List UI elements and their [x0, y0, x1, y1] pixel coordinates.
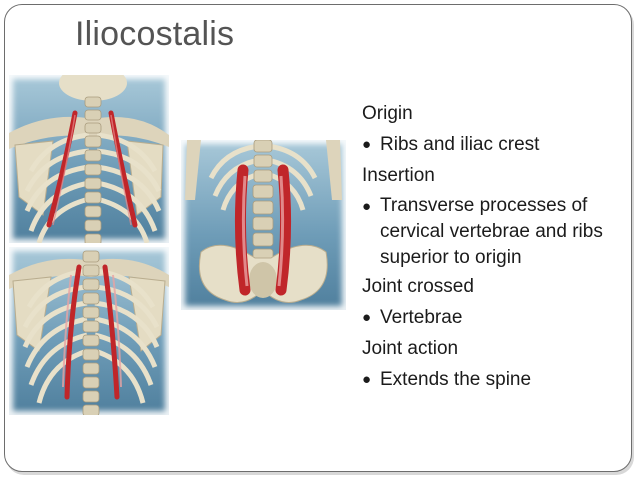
bullet-icon: ● — [362, 198, 372, 215]
bullet-icon: ● — [362, 136, 372, 153]
origin-bullet: ● Ribs and iliac crest — [362, 129, 637, 160]
lumbar-skeleton — [185, 140, 342, 303]
joint-crossed-heading: Joint crossed — [362, 276, 474, 297]
insertion-text: Transverse processes of cervical vertebr… — [380, 195, 603, 268]
joint-crossed-bullet: ● Vertebrae — [362, 302, 637, 333]
upper-back-skeleton — [9, 75, 169, 243]
origin-heading: Origin — [362, 103, 413, 124]
bullet-icon: ● — [362, 371, 372, 388]
joint-crossed-text: Vertebrae — [380, 307, 463, 328]
insertion-bullet: ● Transverse processes of cervical verte… — [362, 191, 637, 271]
bullet-icon: ● — [362, 309, 372, 326]
illustration-thoracic-back — [9, 247, 169, 415]
slide-title: Iliocostalis — [75, 15, 235, 53]
thoracic-skeleton — [9, 250, 169, 415]
insertion-heading: Insertion — [362, 165, 435, 186]
illustration-lumbar-pelvis — [181, 140, 346, 310]
slide-content: Origin ● Ribs and iliac crest Insertion … — [362, 98, 637, 395]
illustration-upper-back — [9, 75, 169, 243]
slide-frame: Iliocostalis — [4, 4, 632, 472]
joint-action-heading: Joint action — [362, 338, 459, 359]
origin-text: Ribs and iliac crest — [380, 134, 540, 155]
joint-action-bullet: ● Extends the spine — [362, 364, 637, 395]
joint-action-text: Extends the spine — [380, 369, 532, 390]
